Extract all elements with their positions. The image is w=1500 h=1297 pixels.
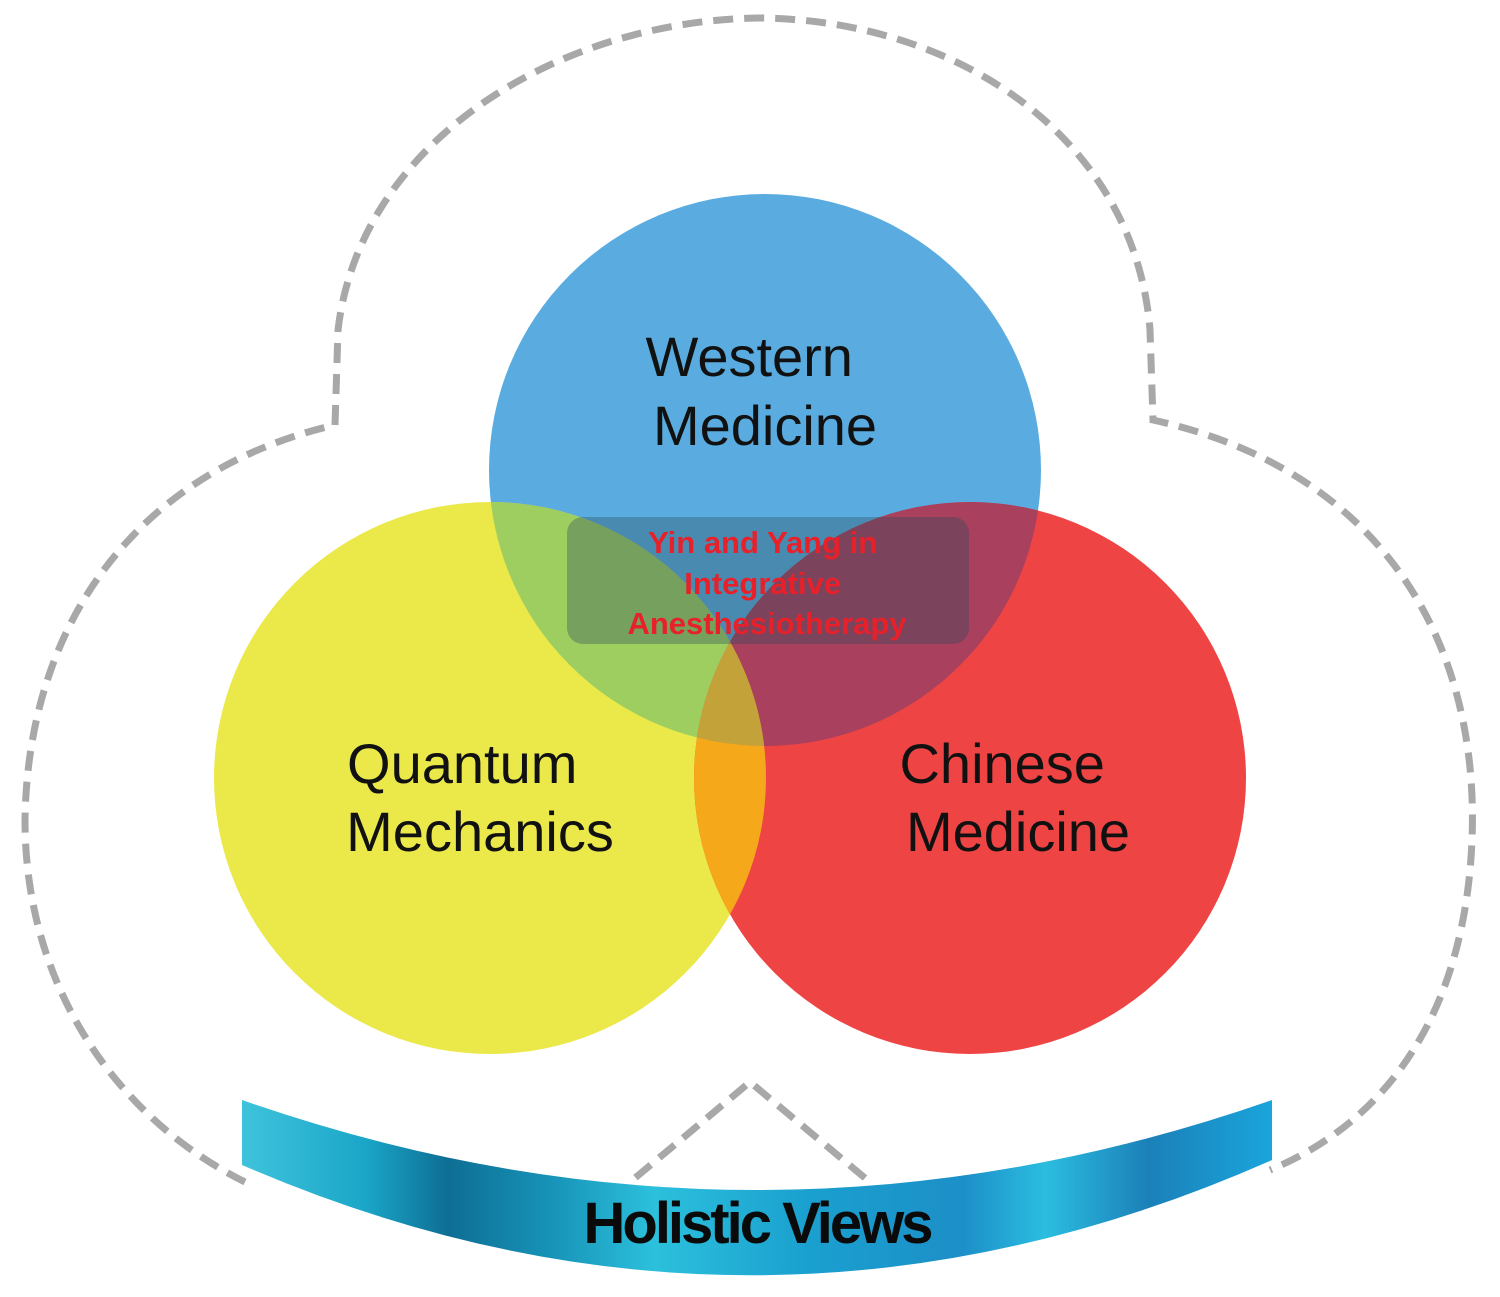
label-chinese-line1: Chinese xyxy=(899,732,1104,795)
label-quantum-line2: Mechanics xyxy=(346,800,614,863)
venn-circles xyxy=(214,194,1246,1054)
label-western-medicine: Western Medicine xyxy=(645,325,877,457)
label-western-line2: Medicine xyxy=(653,394,877,457)
banner-label: Holistic Views xyxy=(584,1191,932,1256)
label-quantum-mechanics: Quantum Mechanics xyxy=(346,732,614,863)
banner-ribbon xyxy=(242,1100,1272,1276)
overlap-western-chinese xyxy=(694,502,1041,746)
center-label: Yin and Yang in Integrative Anesthesioth… xyxy=(627,525,907,641)
center-label-line2: Integrative xyxy=(684,566,841,601)
overlap-western-quantum xyxy=(489,502,766,746)
center-box xyxy=(567,517,969,644)
label-chinese-line2: Medicine xyxy=(906,800,1130,863)
holistic-outline xyxy=(21,14,1476,1186)
center-label-line3: Anesthesiotherapy xyxy=(627,606,907,641)
holistic-views-banner: Holistic Views xyxy=(242,1100,1272,1276)
center-label-line1: Yin and Yang in xyxy=(648,525,877,560)
label-western-line1: Western xyxy=(645,325,852,388)
label-chinese-medicine: Chinese Medicine xyxy=(899,732,1130,863)
label-quantum-line1: Quantum xyxy=(347,732,577,795)
